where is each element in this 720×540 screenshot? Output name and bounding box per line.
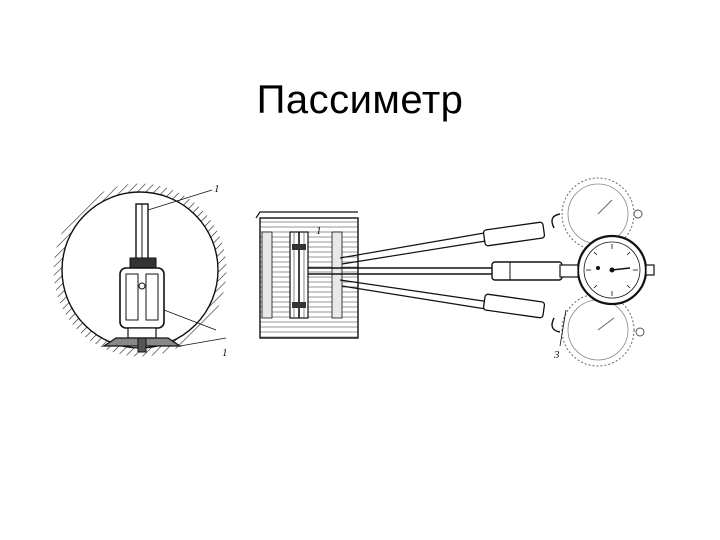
callout-3: 3 <box>553 349 560 361</box>
callout-1-middle: 1 <box>316 225 322 237</box>
dial-mount <box>559 264 579 278</box>
dial-indicator <box>559 234 655 347</box>
indicator-lower-phantom <box>551 293 645 367</box>
gauge-body <box>119 267 165 329</box>
gauge-arms <box>308 221 563 319</box>
callout-1-bottom: 1 <box>222 347 228 359</box>
workpiece-block <box>255 211 359 339</box>
knurled-collar <box>129 257 157 269</box>
dial-needle <box>611 267 631 271</box>
center-handle <box>491 261 563 281</box>
bore-cross-section <box>53 183 227 357</box>
callout-1-top: 1 <box>214 183 220 195</box>
lower-handle <box>482 293 546 319</box>
passimeter-figure: 1 1 1 <box>40 170 690 385</box>
dial-stem <box>645 264 655 276</box>
slide-title: Пассиметр <box>256 78 464 122</box>
upper-handle <box>482 221 546 247</box>
passimeter-drawing: 1 1 1 <box>53 177 655 367</box>
